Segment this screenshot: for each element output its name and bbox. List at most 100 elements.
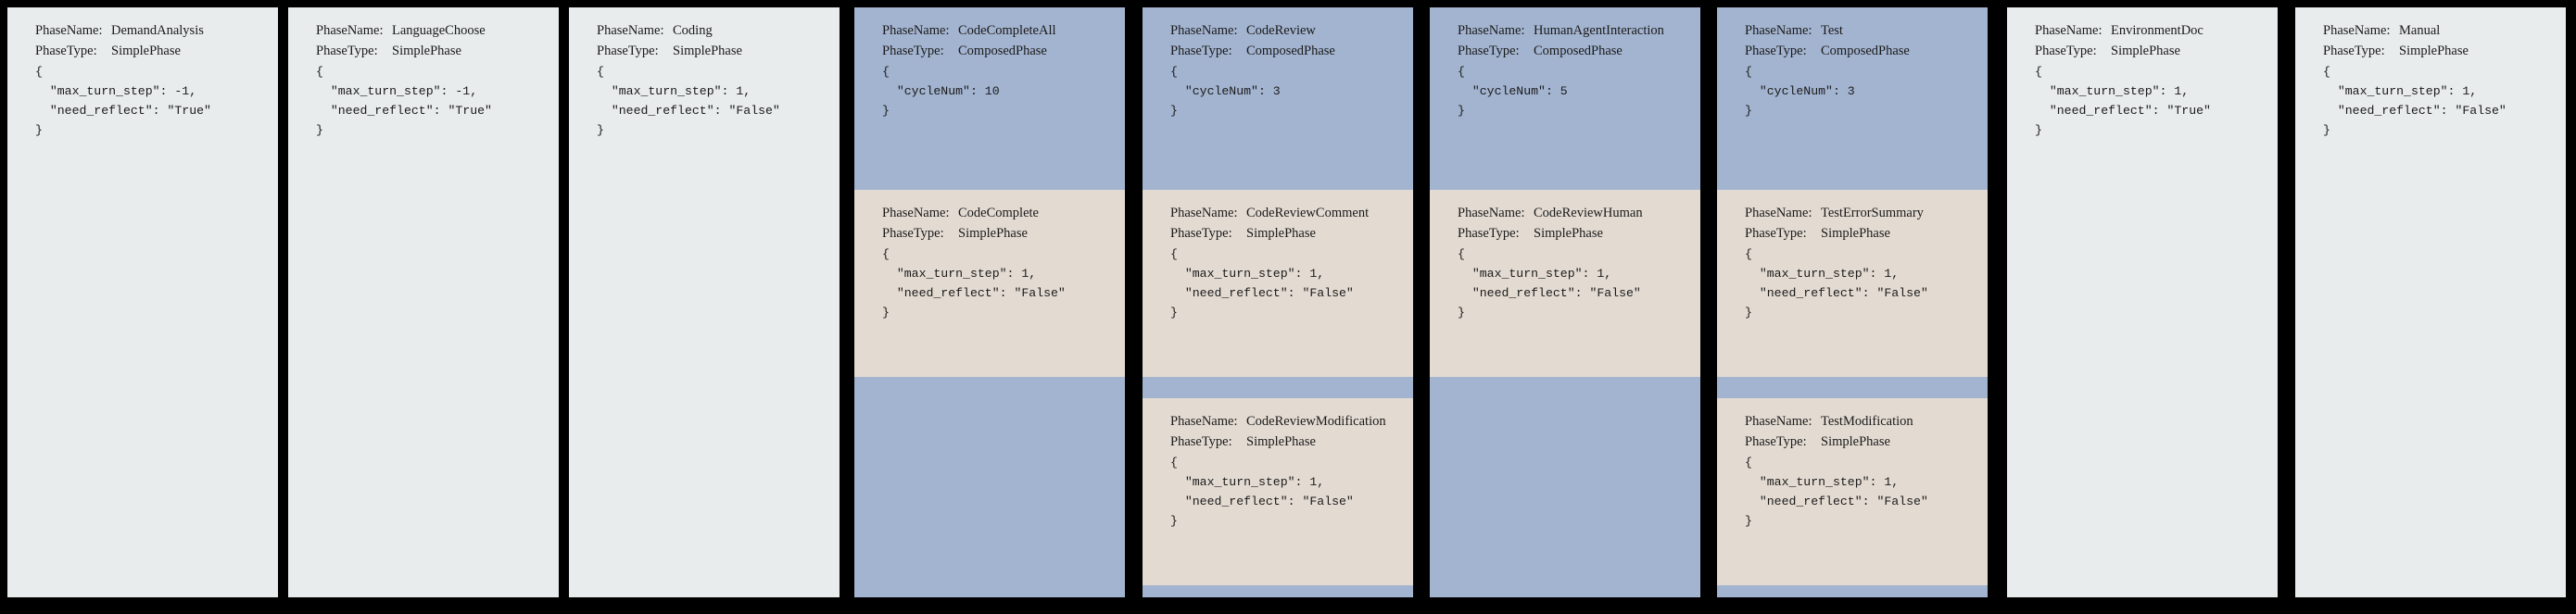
phase-type-key: PhaseType: xyxy=(316,44,378,59)
phase-name-value: CodeCompleteAll xyxy=(958,23,1056,38)
phase-name-value: CodeComplete xyxy=(958,206,1039,220)
phase-type-key: PhaseType: xyxy=(1170,434,1232,450)
phase-name-value: CodeReview xyxy=(1246,23,1316,38)
phase-type-key: PhaseType: xyxy=(1458,226,1520,242)
phase-name-row: PhaseName:CodeReviewComment xyxy=(1170,203,1369,223)
phase-name-key: PhaseName: xyxy=(316,23,384,38)
phase-type-row: PhaseType: SimplePhase xyxy=(1170,432,1386,452)
phase-type-row: PhaseType: SimplePhase xyxy=(597,41,742,61)
phase-name-key: PhaseName: xyxy=(882,23,950,38)
phase-config-json: { "max_turn_step": -1, "need_reflect": "… xyxy=(35,65,211,137)
phase-name-value: DemandAnalysis xyxy=(111,23,204,38)
phase-type-row: PhaseType: SimplePhase xyxy=(1458,223,1643,244)
phase-name-value: Manual xyxy=(2399,23,2441,38)
phase-type-key: PhaseType: xyxy=(597,44,659,59)
phase-name-key: PhaseName: xyxy=(1745,414,1812,429)
phase-config-json: { "max_turn_step": 1, "need_reflect": "F… xyxy=(882,247,1066,320)
phase-name-value: LanguageChoose xyxy=(392,23,486,38)
phase-type-value: ComposedPhase xyxy=(1534,44,1623,59)
phase-name-row: PhaseName:CodeComplete xyxy=(882,203,1039,223)
phase-name-key: PhaseName: xyxy=(1745,23,1812,38)
phase-type-row: PhaseType:ComposedPhase xyxy=(882,41,1056,61)
phase-type-row: PhaseType:SimplePhase xyxy=(1170,223,1369,244)
phase-type-row: PhaseType:SimplePhase xyxy=(2035,41,2203,61)
phase-type-value: ComposedPhase xyxy=(1821,44,1910,59)
phase-name-key: PhaseName: xyxy=(597,23,664,38)
phase-config-json: { "max_turn_step": 1, "need_reflect": "F… xyxy=(1458,247,1641,320)
phase-type-key: PhaseType: xyxy=(2035,44,2097,59)
phase-type-row: PhaseType: SimplePhase xyxy=(316,41,486,61)
phase-name-value: Test xyxy=(1821,23,1843,38)
phase-name-row: PhaseName: TestErrorSummary xyxy=(1745,203,1924,223)
phase-name-key: PhaseName: xyxy=(1745,206,1812,220)
phase-name-value: Coding xyxy=(673,23,713,38)
phase-name-row: PhaseName: LanguageChoose xyxy=(316,20,486,41)
phase-config-json: { "max_turn_step": 1, "need_reflect": "T… xyxy=(2035,65,2211,137)
phase-name-row: PhaseName:HumanAgentInteraction xyxy=(1458,20,1664,41)
phase-name-value: TestModification xyxy=(1821,414,1913,429)
phase-type-key: PhaseType: xyxy=(1170,226,1232,242)
phase-name-row: PhaseName: TestModification xyxy=(1745,411,1913,432)
phase-name-key: PhaseName: xyxy=(1458,23,1525,38)
phase-type-key: PhaseType: xyxy=(2323,44,2385,59)
phase-type-value: SimplePhase xyxy=(673,44,742,59)
phase-name-row: PhaseName:CodeReviewHuman xyxy=(1458,203,1643,223)
phase-config-json: { "cycleNum": 10 } xyxy=(882,65,1000,118)
phase-name-row: PhaseName:CodeReviewModification xyxy=(1170,411,1386,432)
phase-type-key: PhaseType: xyxy=(882,44,944,59)
phase-type-value: SimplePhase xyxy=(392,44,461,59)
phase-type-value: SimplePhase xyxy=(1821,226,1890,242)
phase-type-row: PhaseType:SimplePhase xyxy=(1745,223,1924,244)
phase-type-row: PhaseType:SimplePhase xyxy=(2323,41,2469,61)
phase-name-row: PhaseName: Test xyxy=(1745,20,1910,41)
phase-name-key: PhaseName: xyxy=(1170,206,1238,220)
phase-type-value: SimplePhase xyxy=(1246,434,1316,450)
phase-type-row: PhaseType:SimplePhase xyxy=(35,41,204,61)
phase-type-value: SimplePhase xyxy=(1534,226,1603,242)
phase-name-key: PhaseName: xyxy=(1170,414,1238,429)
phase-type-value: SimplePhase xyxy=(111,44,181,59)
phase-type-row: PhaseType:SimplePhase xyxy=(882,223,1039,244)
phase-config-json: { "max_turn_step": 1, "need_reflect": "F… xyxy=(1170,456,1354,528)
phase-type-key: PhaseType: xyxy=(1458,44,1520,59)
phase-type-value: SimplePhase xyxy=(1821,434,1890,450)
phase-type-row: PhaseType:ComposedPhase xyxy=(1170,41,1335,61)
phase-config-json: { "max_turn_step": 1, "need_reflect": "F… xyxy=(1745,247,1928,320)
phase-name-row: PhaseName:Manual xyxy=(2323,20,2469,41)
phase-config-json: { "max_turn_step": -1, "need_reflect": "… xyxy=(316,65,492,137)
phase-name-value: TestErrorSummary xyxy=(1821,206,1924,220)
phase-config-json: { "cycleNum": 5 } xyxy=(1458,65,1568,118)
phase-type-value: SimplePhase xyxy=(958,226,1028,242)
phase-name-row: PhaseName:DemandAnalysis xyxy=(35,20,204,41)
